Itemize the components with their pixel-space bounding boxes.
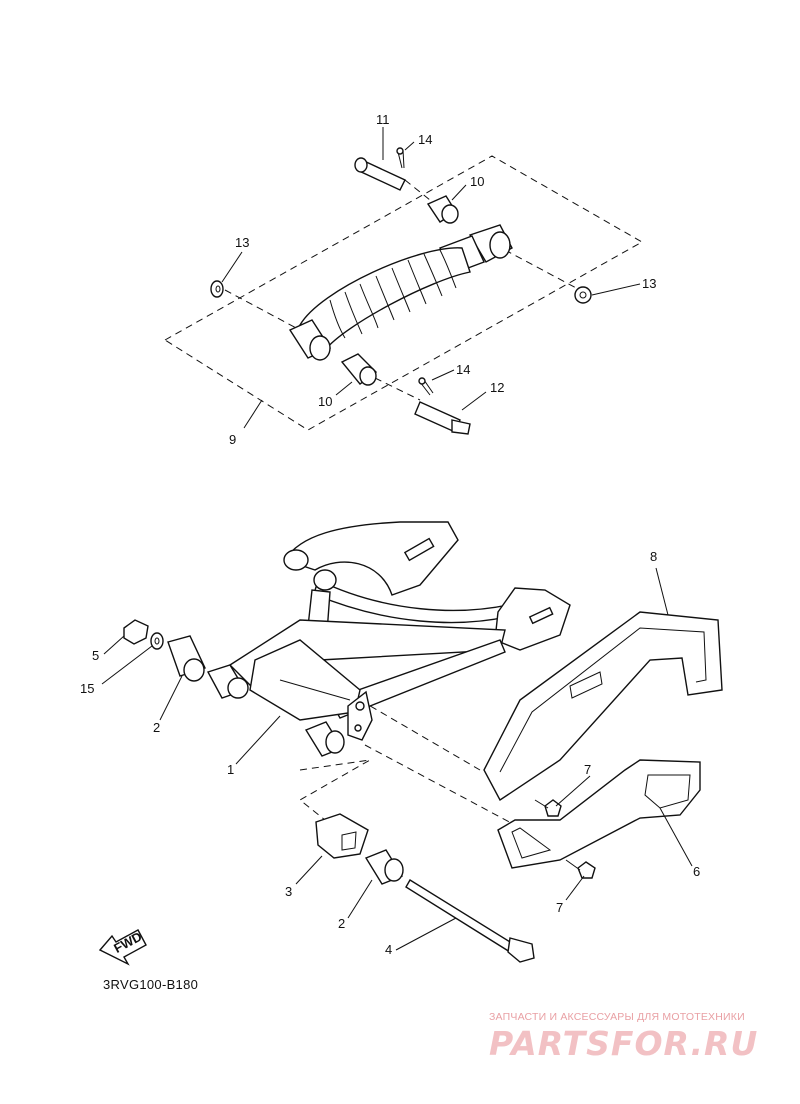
chain-guard [497, 759, 701, 869]
bushing-lower [364, 849, 404, 885]
callout-2-upper: 2 [153, 720, 160, 735]
shock-assembly-outline [164, 155, 644, 431]
washer-left [210, 280, 224, 298]
callout-4: 4 [385, 942, 392, 957]
callout-1: 1 [227, 762, 234, 777]
shock-collar-upper [426, 195, 459, 224]
fwd-arrow-icon: FWD [98, 929, 147, 966]
callout-14-upper: 14 [418, 132, 432, 147]
watermark-tagline: ЗАПЧАСТИ И АКСЕССУАРЫ ДЛЯ МОТОТЕХНИКИ [489, 1011, 745, 1023]
cotter-pin-upper [396, 147, 405, 169]
square-bushing [315, 813, 369, 859]
chain-case-bolt [534, 799, 562, 817]
callout-6: 6 [693, 864, 700, 879]
callout-5: 5 [92, 648, 99, 663]
callout-2-lower: 2 [338, 916, 345, 931]
callout-7-lower: 7 [556, 900, 563, 915]
chain-guard-bolt [565, 859, 596, 879]
bushing-pivot-left [206, 664, 249, 699]
cotter-pin-lower [418, 377, 434, 396]
pivot-shaft [405, 879, 535, 963]
callout-13-left: 13 [235, 235, 249, 250]
callout-12: 12 [490, 380, 504, 395]
pivot-washer [150, 632, 164, 650]
leader-lines [101, 127, 693, 951]
watermark-logo[interactable]: PARTSFOR.RU [489, 1024, 759, 1063]
callout-9: 9 [229, 432, 236, 447]
callout-labels: 11 14 10 13 13 14 12 10 9 8 5 15 2 1 7 6… [80, 112, 700, 957]
shock-absorber [288, 224, 513, 361]
callout-10-upper: 10 [470, 174, 484, 189]
callout-10-lower: 10 [318, 394, 332, 409]
shock-lower-bolt [414, 401, 471, 435]
washer-right [574, 286, 592, 304]
pivot-nut [123, 619, 149, 645]
shock-upper-bolt [354, 157, 406, 191]
bushing-pivot-right [304, 721, 345, 757]
callout-3: 3 [285, 884, 292, 899]
alignment-lines [224, 179, 581, 826]
swingarm [228, 521, 571, 741]
chain-case [483, 611, 723, 802]
callout-15: 15 [80, 681, 94, 696]
callout-11: 11 [376, 112, 390, 127]
callout-13-right: 13 [642, 276, 656, 291]
bushing-upper [167, 635, 206, 682]
callout-8: 8 [650, 549, 657, 564]
callout-14-lower: 14 [456, 362, 470, 377]
diagram-code: 3RVG100-B180 [103, 977, 199, 992]
shock-collar-lower [340, 353, 378, 386]
callout-7-upper: 7 [584, 762, 591, 777]
